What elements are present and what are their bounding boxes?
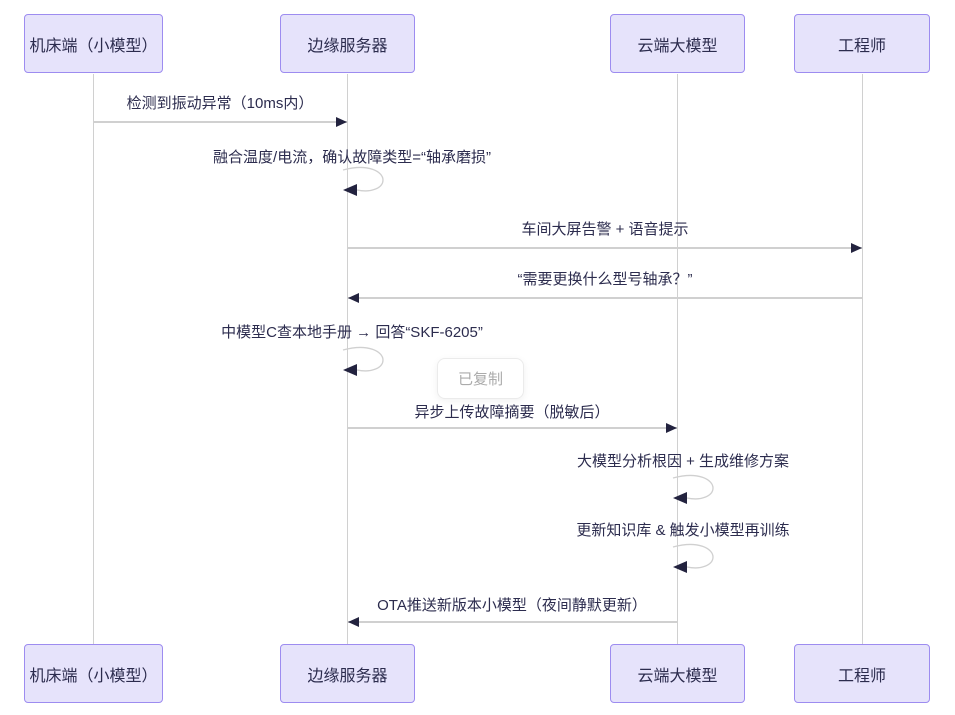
message-8-self-loop-icon [672,543,714,573]
lifeline-cloud-model [677,74,678,644]
actor-edge-server-bottom: 边缘服务器 [280,644,415,703]
actor-edge-server-top: 边缘服务器 [280,14,415,73]
actor-engineer-bottom: 工程师 [794,644,930,703]
message-2-label: 融合温度/电流，确认故障类型=“轴承磨损” [213,149,491,166]
actor-cloud-model-bottom: 云端大模型 [610,644,745,703]
lifeline-machine [93,74,94,644]
message-4-label: “需要更换什么型号轴承？” [517,271,693,288]
message-7-label: 大模型分析根因 + 生成维修方案 [576,453,790,470]
message-9-arrowhead-icon [348,617,359,627]
message-4-arrow [348,297,862,299]
message-9-arrow [348,621,677,623]
message-8-label: 更新知识库 & 触发小模型再训练 [576,522,790,539]
message-9-label: OTA推送新版本小模型（夜间静默更新） [377,597,647,614]
message-5-self-loop-icon [342,346,384,376]
message-6-arrow [348,427,677,429]
actor-machine-bottom: 机床端（小模型） [24,644,163,703]
message-3-arrow [348,247,862,249]
message-4-arrowhead-icon [348,293,359,303]
actor-machine-top: 机床端（小模型） [24,14,163,73]
message-3-label: 车间大屏告警 + 语音提示 [521,221,689,238]
message-6-arrowhead-icon [666,423,677,433]
message-2-self-loop-icon [342,166,384,196]
actor-engineer-top: 工程师 [794,14,930,73]
message-3-arrowhead-icon [851,243,862,253]
copied-toast: 已复制 [437,358,524,399]
message-1-label: 检测到振动异常（10ms内） [126,95,314,112]
message-5-label: 中模型C查本地手册 → 回答“SKF-6205” [221,324,483,341]
actor-cloud-model-top: 云端大模型 [610,14,745,73]
message-1-arrowhead-icon [336,117,347,127]
message-1-arrow [94,121,347,123]
message-7-self-loop-icon [672,474,714,504]
message-6-label: 异步上传故障摘要（脱敏后） [414,404,610,421]
lifeline-edge-server [347,74,348,644]
lifeline-engineer [862,74,863,644]
